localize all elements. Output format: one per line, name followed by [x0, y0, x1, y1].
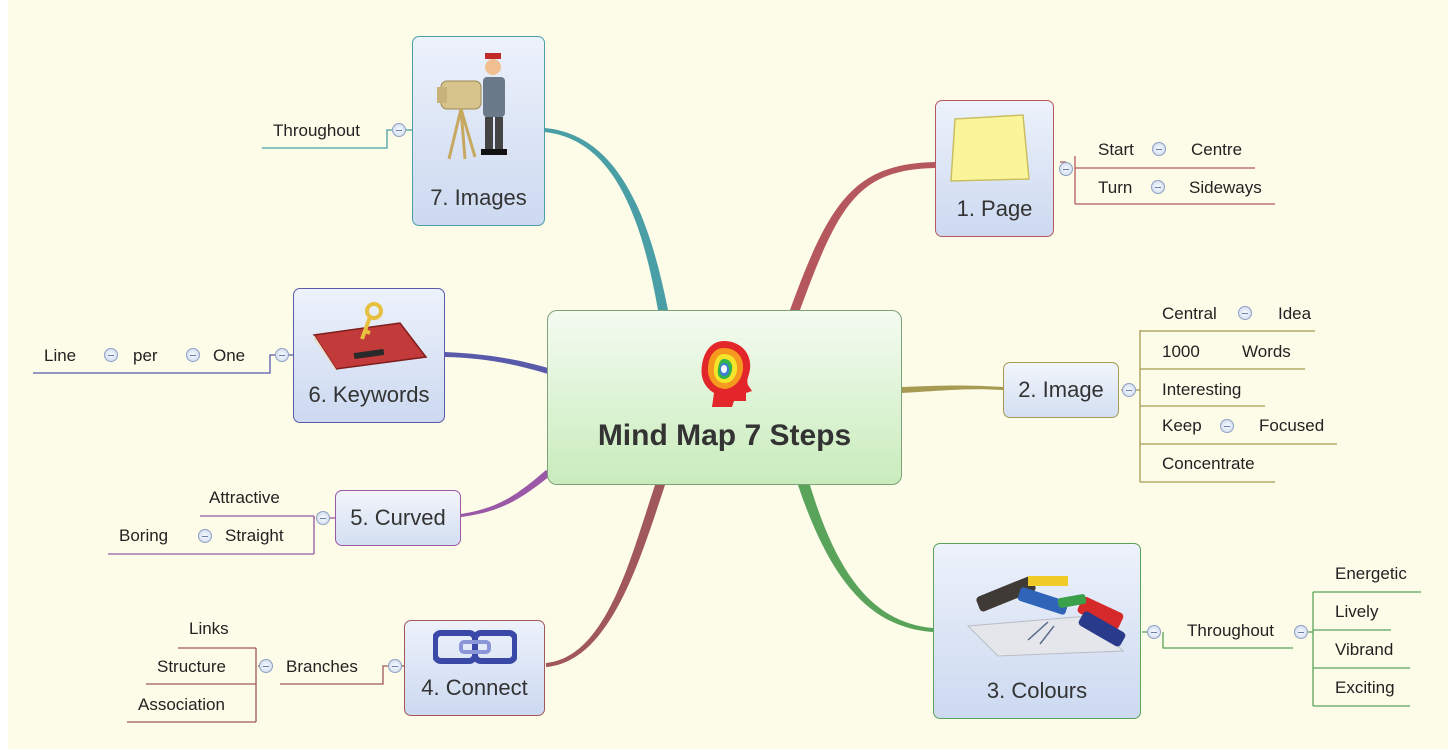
topic-keywords[interactable]: 6. Keywords [293, 288, 445, 423]
collapse-button[interactable] [198, 529, 212, 543]
leaf-words[interactable]: Words [1242, 342, 1291, 361]
leaf-concentrate[interactable]: Concentrate [1162, 454, 1255, 473]
leaf-throughout[interactable]: Throughout [1187, 621, 1274, 640]
leaf-focused[interactable]: Focused [1259, 416, 1325, 435]
leaf-sideways[interactable]: Sideways [1189, 178, 1262, 197]
topic-image[interactable]: 2. Image [1003, 362, 1119, 418]
leaf-start[interactable]: Start [1098, 140, 1134, 159]
topic-label: 1. Page [956, 196, 1033, 221]
leaf-energetic[interactable]: Energetic [1335, 564, 1407, 583]
leaf-links[interactable]: Links [189, 619, 229, 638]
leaf-line[interactable]: Line [44, 346, 77, 365]
topic-label: 5. Curved [350, 505, 446, 530]
topic-label: 2. Image [1018, 377, 1104, 402]
collapse-button[interactable] [186, 348, 200, 362]
collapse-button[interactable] [392, 123, 406, 137]
leaf-central[interactable]: Central [1162, 304, 1217, 323]
collapse-button[interactable] [1059, 162, 1073, 176]
leaf-structure[interactable]: Structure [157, 657, 226, 676]
topic-label: 4. Connect [421, 675, 528, 700]
central-topic[interactable]: Mind Map 7 Steps [547, 310, 902, 485]
leaf-1000[interactable]: 1000 [1162, 342, 1200, 361]
collapse-button[interactable] [388, 659, 402, 673]
chain-icon [433, 630, 517, 664]
collapse-button[interactable] [316, 511, 330, 525]
collapse-button[interactable] [104, 348, 118, 362]
collapse-button[interactable] [1294, 625, 1308, 639]
collapse-button[interactable] [1151, 180, 1165, 194]
topic-connect[interactable]: 4. Connect [404, 620, 545, 716]
collapse-button[interactable] [1122, 383, 1136, 397]
leaf-lively[interactable]: Lively [1335, 602, 1379, 621]
collapse-button[interactable] [1238, 306, 1252, 320]
leaf-interesting[interactable]: Interesting [1162, 380, 1242, 399]
leaf-vibrand[interactable]: Vibrand [1335, 640, 1394, 659]
collapse-button[interactable] [1152, 142, 1166, 156]
topic-label: 3. Colours [986, 678, 1088, 703]
leaf-centre[interactable]: Centre [1191, 140, 1243, 159]
crayons-icon [966, 576, 1126, 657]
leaf-turn[interactable]: Turn [1098, 178, 1133, 197]
topic-page[interactable]: 1. Page [935, 100, 1054, 237]
topic-curved[interactable]: 5. Curved [335, 490, 461, 546]
camera-man-icon [437, 53, 507, 160]
leaf-straight[interactable]: Straight [225, 526, 284, 545]
leaf-keep[interactable]: Keep [1162, 416, 1202, 435]
sticky-note-icon [950, 114, 1030, 182]
leaf-per[interactable]: per [133, 346, 158, 365]
leaf-attractive[interactable]: Attractive [209, 488, 280, 507]
leaf-branches[interactable]: Branches [286, 657, 358, 676]
topic-label: 7. Images [430, 185, 527, 210]
collapse-button[interactable] [1147, 625, 1161, 639]
leaf-one[interactable]: One [213, 346, 246, 365]
leaf-association[interactable]: Association [138, 695, 225, 714]
collapse-button[interactable] [275, 348, 289, 362]
topic-images[interactable]: 7. Images [412, 36, 545, 226]
book-key-icon [312, 302, 428, 371]
central-title: Mind Map 7 Steps [597, 419, 852, 452]
topic-label: 6. Keywords [308, 382, 430, 407]
leaf-throughout[interactable]: Throughout [273, 121, 360, 140]
topic-colours[interactable]: 3. Colours [933, 543, 1141, 719]
collapse-button[interactable] [1220, 419, 1234, 433]
leaf-idea[interactable]: Idea [1278, 304, 1312, 323]
head-profile-icon [701, 341, 752, 407]
collapse-button[interactable] [259, 659, 273, 673]
leaf-boring[interactable]: Boring [119, 526, 169, 545]
leaf-exciting[interactable]: Exciting [1335, 678, 1395, 697]
